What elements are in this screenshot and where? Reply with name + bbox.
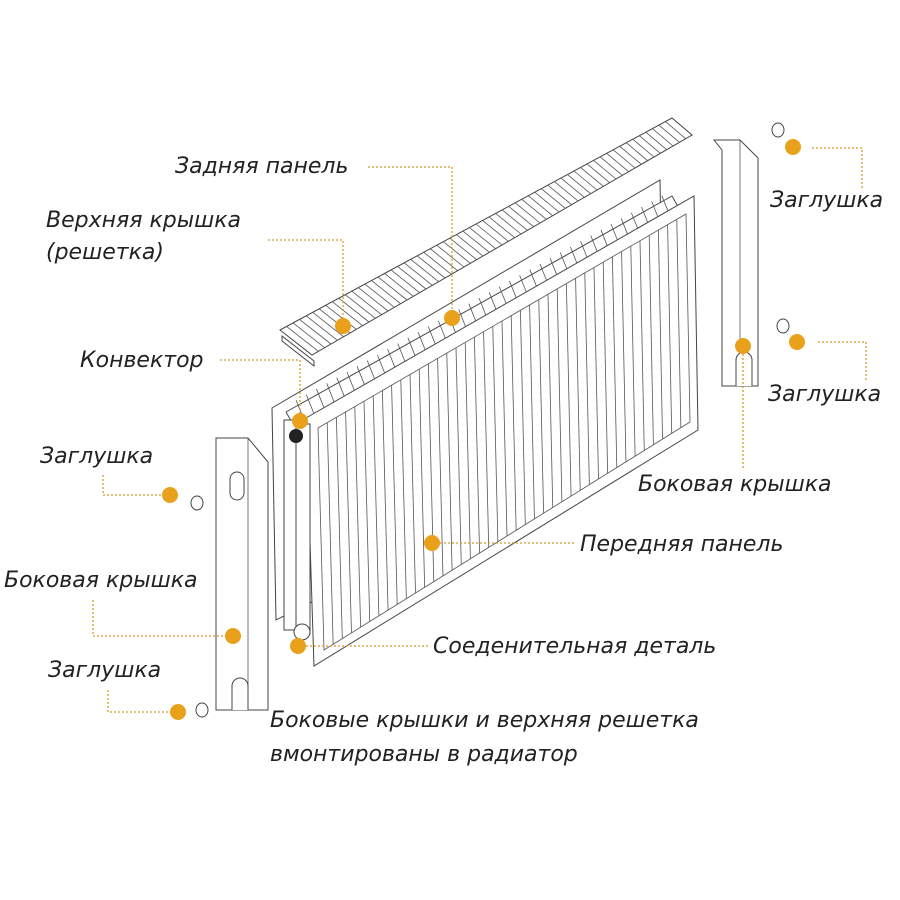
leader-lines: [92, 147, 867, 713]
top-grille: [279, 117, 693, 368]
marker-dots: [162, 139, 805, 720]
note-line-2: вмонтированы в радиатор: [270, 742, 578, 767]
label-plug-left-top: Заглушка: [40, 444, 154, 469]
front-panel: [305, 195, 699, 667]
label-side-cover-left: Боковая крышка: [4, 568, 198, 593]
left-pipes: [283, 419, 311, 641]
label-back-panel: Задняя панель: [175, 154, 349, 179]
label-top-cover: Верхняя крышка: [46, 208, 241, 233]
label-top-cover-sub: (решетка): [46, 240, 164, 265]
label-side-cover-right: Боковая крышка: [638, 472, 832, 497]
right-side-cover: [712, 139, 759, 387]
label-plug-left-bottom: Заглушка: [48, 658, 162, 683]
label-plug-right-middle: Заглушка: [768, 382, 882, 407]
label-connector: Соеденительная деталь: [433, 634, 717, 659]
label-plug-right-top: Заглушка: [770, 188, 884, 213]
label-convector: Конвектор: [80, 348, 204, 373]
label-front-panel: Передняя панель: [580, 532, 784, 557]
left-side-cover: [215, 437, 269, 711]
plug-icon: [190, 122, 790, 718]
note-line-1: Боковые крышки и верхняя решетка: [270, 708, 699, 733]
